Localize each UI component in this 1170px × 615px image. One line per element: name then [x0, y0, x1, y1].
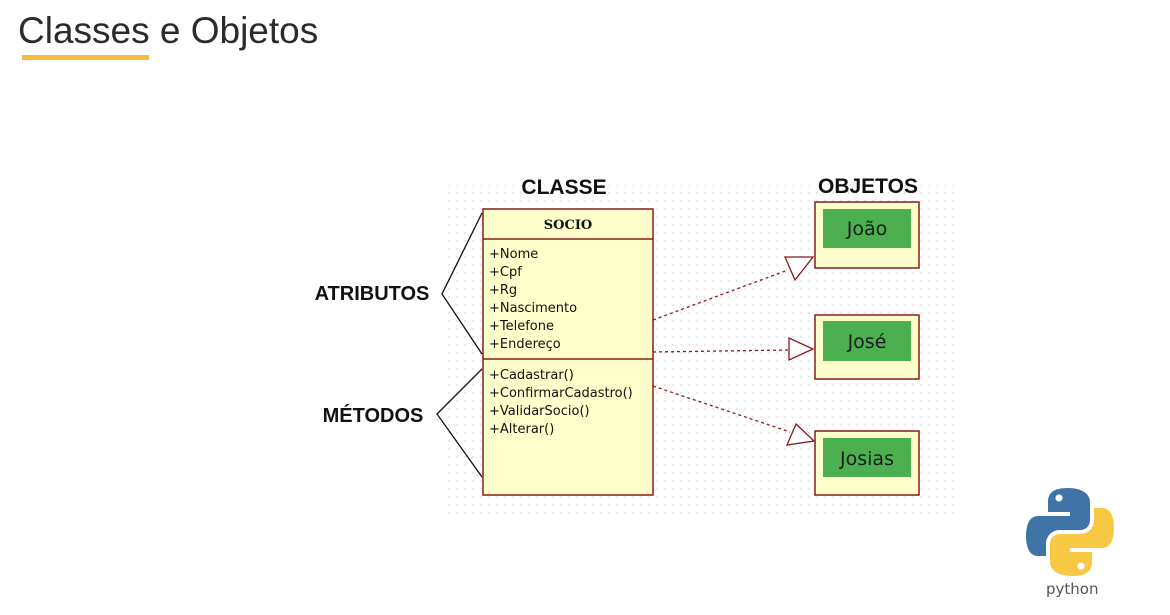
- class-attribute: +Nascimento: [489, 301, 577, 316]
- title-underline: [22, 55, 149, 60]
- class-method: +Alterar(): [489, 422, 554, 437]
- object-josias: Josias: [814, 430, 920, 496]
- python-logo-yellow-snake: [1050, 508, 1114, 576]
- object-name: Josias: [839, 448, 894, 470]
- attribute-list: +Nome +Cpf +Rg +Nascimento +Telefone +Endereç…: [489, 247, 577, 352]
- method-list: +Cadastrar() +ConfirmarCadastro() +Validar…: [489, 368, 633, 437]
- link-jose: [652, 336, 815, 362]
- class-name: SOCIO: [544, 218, 592, 233]
- class-method: +Cadastrar(): [489, 368, 574, 383]
- class-attribute: +Nome: [489, 247, 538, 262]
- class-heading: CLASSE: [521, 176, 606, 199]
- class-attribute: +Endereço: [489, 337, 561, 352]
- methods-label: MÉTODOS: [323, 404, 424, 427]
- object-joao: João: [814, 201, 920, 269]
- python-wordmark: python: [1046, 580, 1099, 598]
- attributes-label: ATRIBUTOS: [315, 283, 430, 305]
- object-name: João: [846, 218, 888, 240]
- attributes-brace: [441, 212, 483, 355]
- link-josias: [652, 385, 816, 446]
- object-jose: José: [814, 314, 920, 380]
- python-logo-icon: [1026, 488, 1114, 576]
- link-joao: [652, 256, 815, 321]
- class-attribute: +Telefone: [489, 319, 554, 334]
- class-method: +ConfirmarCadastro(): [489, 386, 633, 401]
- object-name: José: [847, 331, 887, 353]
- page-title: Classes e Objetos: [18, 10, 319, 51]
- class-attribute: +Rg: [489, 283, 517, 298]
- class-attribute: +Cpf: [489, 265, 522, 280]
- class-method: +ValidarSocio(): [489, 404, 590, 419]
- methods-brace: [436, 368, 483, 478]
- objects-heading: OBJETOS: [818, 175, 918, 198]
- class-box: SOCIO +Nome +Cpf +Rg +Nascimento +Telefone +E…: [482, 208, 654, 496]
- python-logo-blue-snake: [1026, 488, 1090, 556]
